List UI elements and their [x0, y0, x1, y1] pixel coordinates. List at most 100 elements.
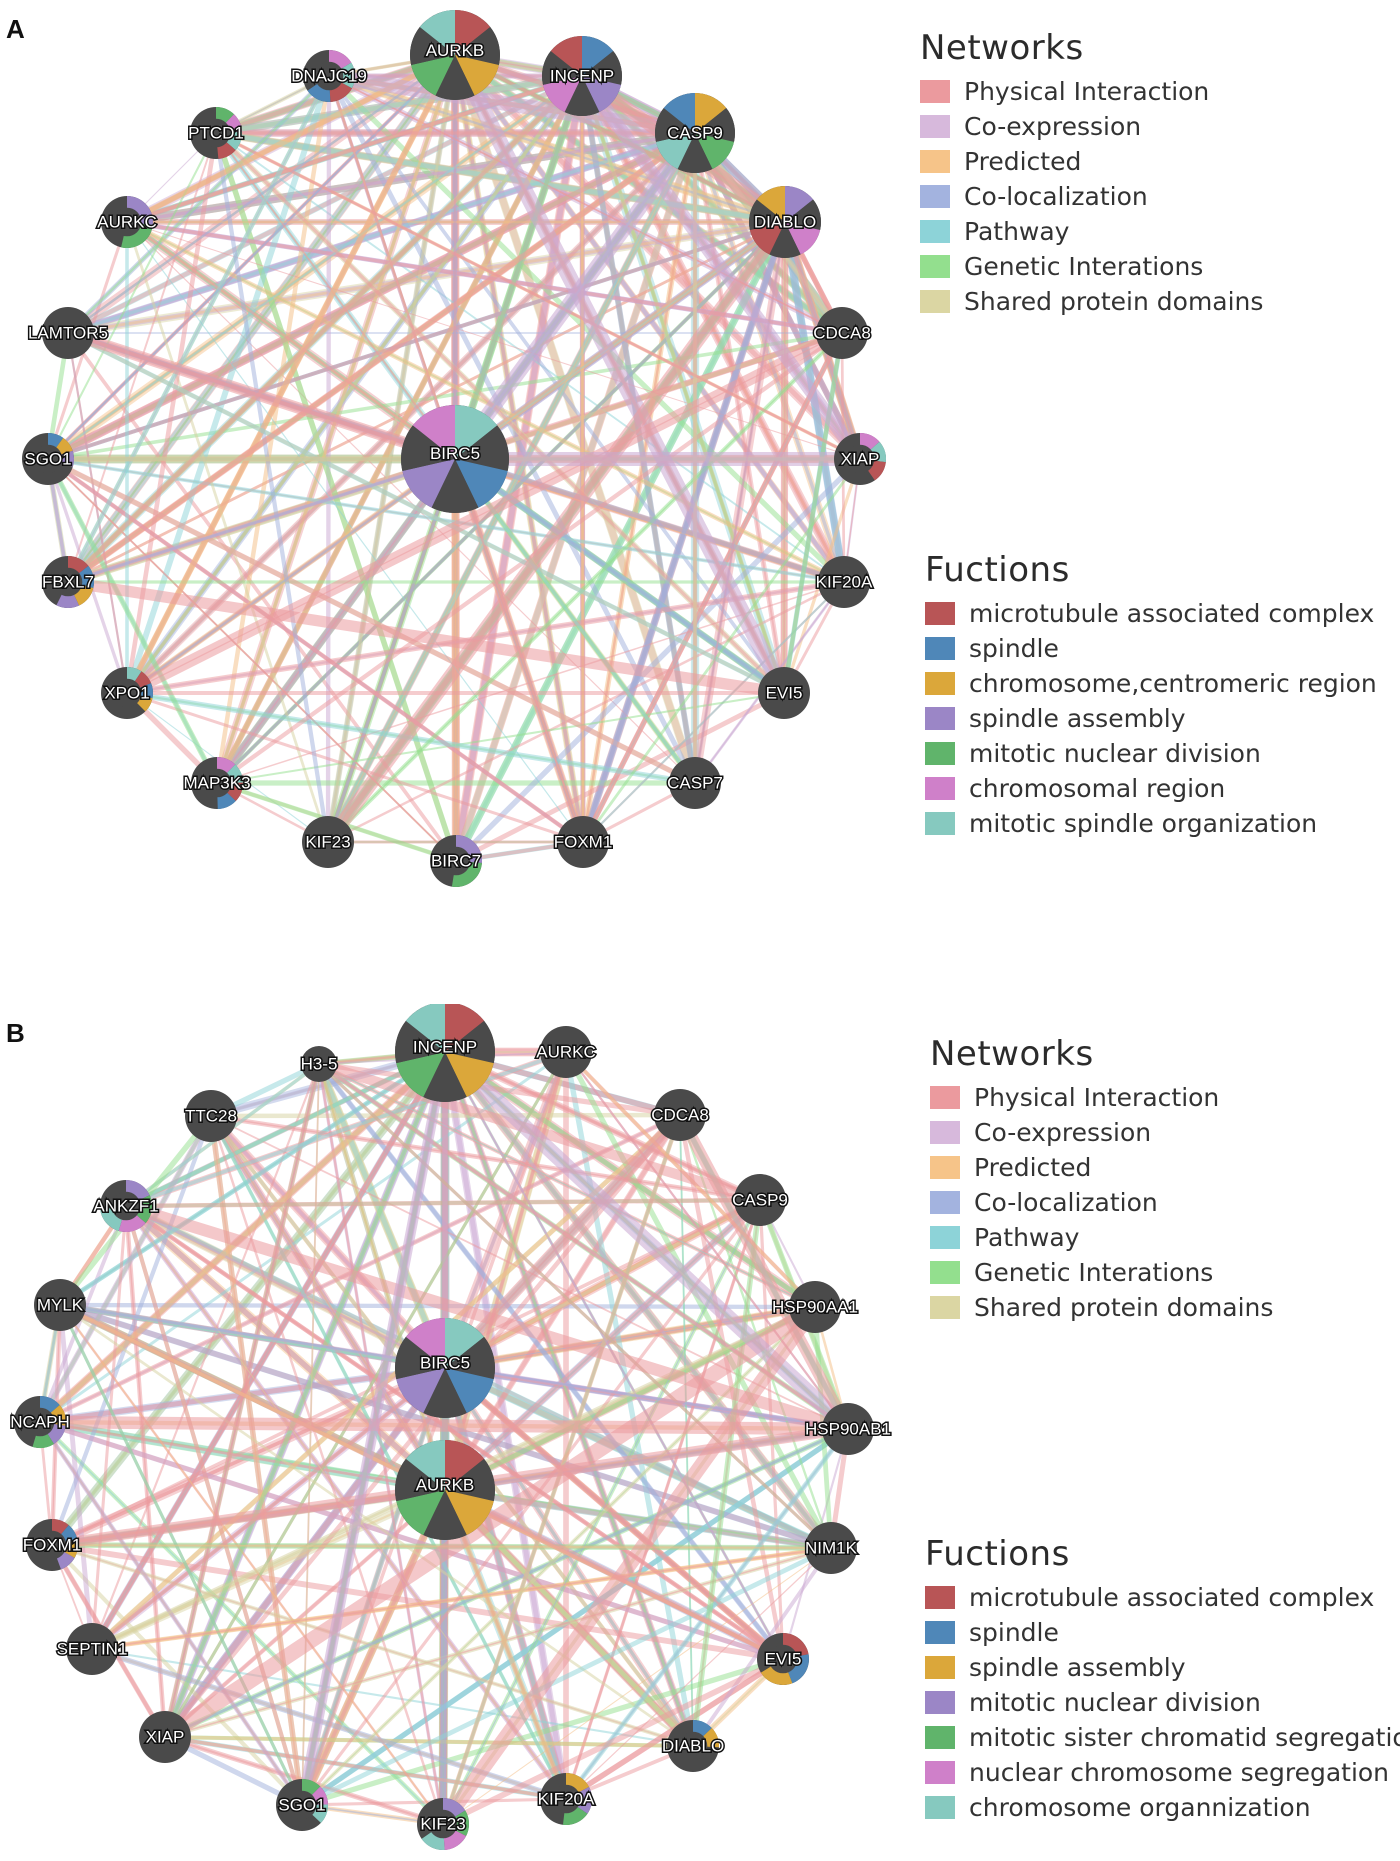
network-edge [89, 1049, 448, 1652]
network-edge [121, 1201, 450, 1495]
networks-legend-title: Networks [920, 28, 1084, 68]
gene-node-circle [758, 667, 810, 719]
function-slice [396, 1368, 445, 1414]
legend-swatch [920, 255, 950, 278]
gene-node: AURKB [410, 10, 500, 101]
gene-node-label: INCENP [413, 1038, 477, 1057]
network-legend-item: Genetic Interations [930, 1255, 1273, 1290]
network-edge [453, 690, 787, 864]
function-slice [411, 55, 455, 96]
legend-label: Co-localization [964, 182, 1148, 211]
gene-node-circle [301, 1046, 337, 1082]
gene-node: MYLK [34, 1279, 86, 1331]
network-edge [581, 220, 787, 844]
gene-node: NCAPH [9, 1396, 71, 1448]
network-edge [581, 457, 862, 844]
network-edge [47, 1047, 450, 1550]
legend-swatch [925, 707, 955, 730]
gene-node-label: XPO1 [104, 684, 149, 703]
legend-label: Shared protein domains [964, 287, 1264, 316]
function-legend-item: microtubule associated complex [925, 1580, 1400, 1615]
network-edge [214, 131, 862, 461]
gene-node-circle [669, 757, 721, 809]
network-edge [450, 50, 865, 464]
network-edge [318, 1063, 816, 1308]
gene-node-label: KIF20A [816, 573, 873, 592]
functions-legend-title: Fuctions [925, 550, 1070, 590]
legend-label: mitotic nuclear division [969, 1688, 1261, 1717]
network-edge [49, 1542, 786, 1662]
network-edge [693, 131, 786, 695]
function-slice [410, 26, 455, 66]
network-edge [125, 457, 457, 695]
gene-node-label: SEPTIN1 [57, 1640, 128, 1659]
legend-label: microtubule associated complex [969, 1583, 1375, 1612]
function-slice [405, 1440, 445, 1490]
network-edge [65, 330, 787, 696]
network-edge [65, 130, 698, 585]
network-edge [215, 691, 786, 785]
network-edge [451, 51, 587, 846]
gene-node-label: KIF23 [420, 1815, 465, 1834]
legend-swatch [920, 290, 950, 313]
gene-node-core [314, 61, 344, 91]
legend-swatch [930, 1191, 960, 1214]
network-edge [157, 1299, 823, 1745]
gene-node-label: BIRC7 [431, 852, 481, 871]
gene-node: CASP9 [655, 93, 735, 173]
network-edge [123, 1203, 305, 1808]
network-edge [65, 73, 332, 585]
network-edge [49, 1113, 214, 1548]
gene-node: KIF23 [417, 1798, 470, 1850]
legend-swatch [930, 1296, 960, 1319]
legend-label: spindle assembly [969, 1653, 1186, 1682]
network-edge [124, 52, 458, 696]
network-legend-item: Co-localization [930, 1185, 1273, 1220]
gene-node: BIRC5 [395, 1318, 495, 1418]
gene-node-label: AURKC [536, 1043, 596, 1062]
function-slice [455, 405, 498, 459]
legend-swatch [925, 742, 955, 765]
network-edge [50, 1050, 447, 1547]
gene-node-label: AURKB [416, 1476, 475, 1495]
function-slice [582, 76, 621, 113]
function-slice [405, 1318, 445, 1368]
gene-node-core [201, 118, 231, 148]
function-slice [401, 425, 455, 472]
gene-node-label: FBXL7 [42, 573, 94, 592]
network-edge [325, 330, 845, 845]
gene-node-circle [185, 1090, 237, 1142]
network-edge [46, 53, 457, 461]
network-legend-item: Co-expression [930, 1115, 1273, 1150]
network-edge [443, 1050, 833, 1550]
legend-label: mitotic nuclear division [969, 739, 1261, 768]
network-graph-a: AURKBINCENPCASP9DIABLOCDCA8XIAPKIF20AEVI… [22, 10, 886, 887]
gene-node: PTCD1 [187, 107, 245, 159]
gene-node-core [111, 1191, 141, 1221]
network-edge [692, 130, 787, 696]
legend-swatch [920, 150, 950, 173]
gene-node: BIRC7 [429, 835, 483, 887]
function-slice [695, 93, 727, 133]
function-slice [769, 222, 801, 258]
legend-label: mitotic sister chromatid segregation [969, 1723, 1400, 1752]
function-slice [445, 1336, 495, 1380]
gene-node-circle [540, 1026, 592, 1078]
network-edge [46, 457, 585, 844]
gene-node: LAMTOR5 [27, 307, 110, 359]
network-edge [317, 1062, 833, 1550]
legend-swatch [930, 1261, 960, 1284]
network-edge [163, 1050, 568, 1739]
network-legend-item: Physical Interaction [920, 74, 1263, 109]
function-slice [455, 55, 499, 96]
gene-node-label: DIABLO [754, 213, 816, 232]
function-slice [564, 76, 600, 116]
network-edge [443, 1050, 695, 1748]
network-edge [62, 576, 790, 699]
gene-node: AURKC [96, 196, 158, 248]
